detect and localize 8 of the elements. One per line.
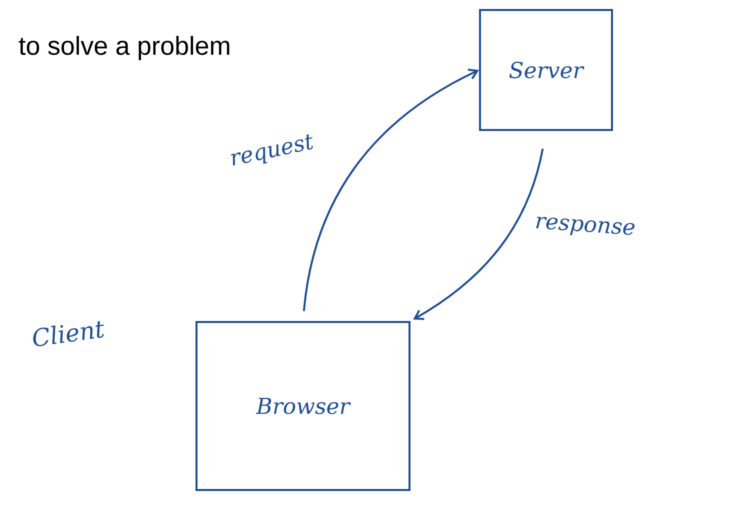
server-box: Server [479, 9, 613, 131]
browser-box: Browser [196, 321, 410, 491]
edge-label: response [533, 215, 637, 241]
arrow [302, 68, 479, 312]
side-label: Client [33, 321, 104, 346]
heading-text: to solve a problem [18, 36, 230, 60]
arrow [413, 148, 544, 320]
edge-label: request [227, 132, 317, 172]
